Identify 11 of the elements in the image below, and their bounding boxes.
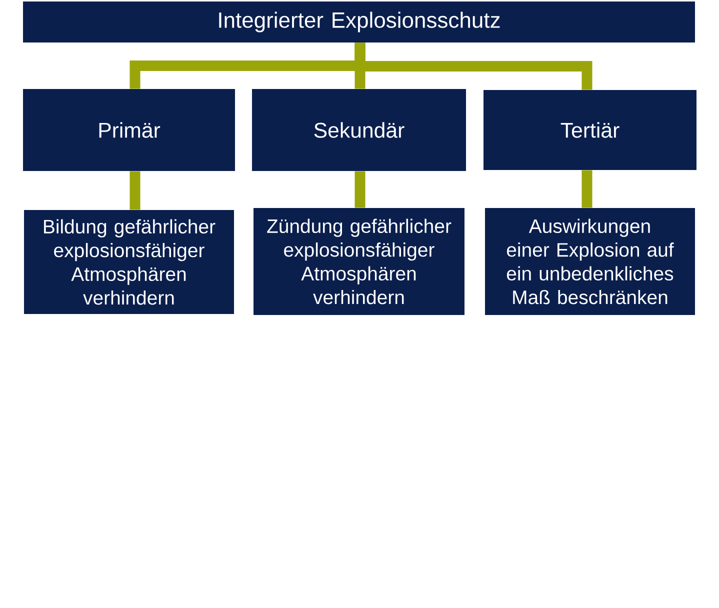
connector-line bbox=[354, 42, 592, 90]
description-box: Bildung gefährlicher explosionsfähiger Atmosphären verhindern bbox=[24, 210, 234, 314]
category-box: Primär bbox=[23, 89, 235, 171]
description-box: Auswirkungen einer Explosion auf ein unbedenkliches Maß beschränken bbox=[485, 208, 695, 315]
connector-line bbox=[582, 170, 592, 208]
description-box: Zündung gefährlicher explosionsfähiger Atmosphären verhindern bbox=[254, 208, 464, 315]
category-box: Sekundär bbox=[252, 89, 466, 171]
header-box: Integrierter Explosionsschutz bbox=[23, 2, 695, 42]
connector-line bbox=[130, 171, 140, 210]
category-box: Tertiär bbox=[484, 90, 696, 170]
connector-line bbox=[354, 171, 366, 208]
